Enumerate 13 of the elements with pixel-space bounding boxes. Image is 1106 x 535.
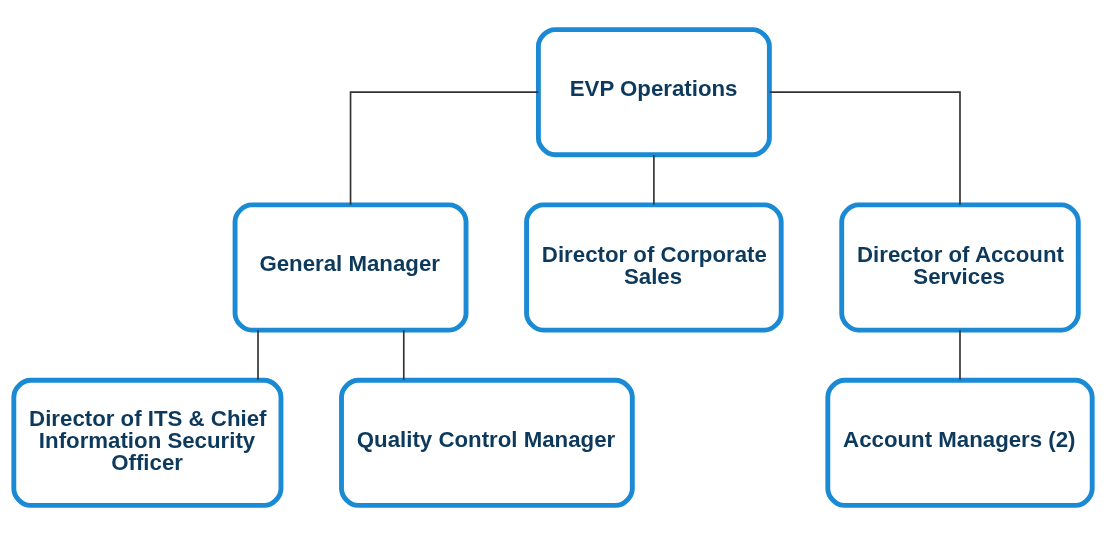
node-box: Director of Account Services	[839, 202, 1081, 333]
node-box: EVP Operations	[535, 27, 772, 158]
connector	[257, 329, 259, 381]
node-box: Director of Corporate Sales	[524, 202, 784, 333]
node-box: Account Managers (2)	[825, 377, 1095, 508]
node-box: Director of ITS & Chief Information Security Officer	[11, 377, 284, 508]
connector	[768, 91, 961, 206]
node-box: Quality Control Manager	[339, 377, 635, 508]
connector	[653, 154, 655, 206]
connector	[349, 91, 540, 206]
connector	[959, 329, 961, 381]
node-box: General Manager	[232, 202, 469, 333]
connector	[402, 329, 405, 381]
